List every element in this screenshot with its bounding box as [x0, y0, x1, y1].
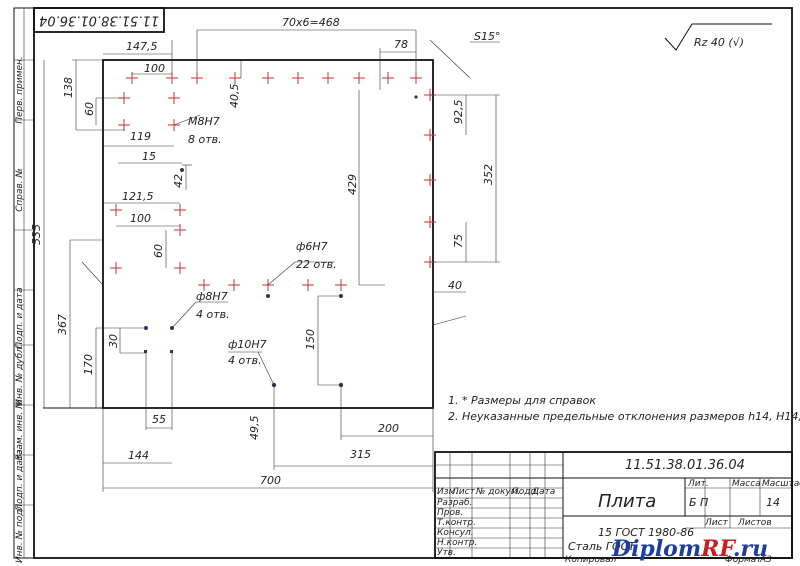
side-label-3: Подп. и дата [15, 287, 25, 348]
watermark-part3: .ru [733, 536, 768, 562]
side-label-5: Взам. инв. № [15, 399, 25, 460]
tb-role-nkontr: Н.контр. [437, 538, 477, 548]
sheet-border [13, 7, 793, 559]
dim-100-top: 100 [144, 62, 165, 75]
callout-m8-count: 8 отв. [188, 133, 222, 146]
leader-lines [81, 39, 500, 386]
callout-m8: М8Н7 [188, 115, 220, 128]
tb-lit-label: Лит. [687, 479, 709, 489]
top-number-rotated: 11.51.38.01.36.04 [39, 13, 159, 28]
dim-147-5: 147,5 [126, 40, 158, 53]
watermark-part1: Diplom [611, 536, 701, 562]
tb-format-value: A3 [759, 555, 772, 565]
title-block-number: 11.51.38.01.36.04 [625, 458, 745, 473]
left-binding-strip [14, 8, 34, 558]
callout-h10: ф10Н7 [228, 338, 267, 351]
plate-outline [102, 59, 434, 409]
tb-role-prov: Пров. [437, 508, 463, 518]
note-1: 1. * Размеры для справок [448, 394, 596, 407]
dim-429: 429 [346, 174, 359, 195]
side-label-6: Подп. и дата [15, 449, 25, 510]
tb-sheets-label: Листов [737, 518, 772, 528]
dim-42: 42 [172, 174, 185, 188]
chamfer-label: S15° [474, 30, 500, 43]
tb-mass-value: 14 [766, 496, 780, 509]
dim-700: 700 [260, 474, 281, 487]
tb-sheet-label: Лист [704, 518, 729, 528]
side-label-1: Перв. примен. [15, 56, 25, 124]
drawing-frame [33, 7, 793, 559]
dim-352: 352 [482, 164, 495, 185]
callout-h10-count: 4 отв. [228, 354, 262, 367]
dim-535: 535 [30, 224, 43, 245]
tb-role-razrab: Разраб. [437, 498, 472, 508]
dim-60-mid: 60 [152, 244, 165, 258]
side-label-2: Справ. № [15, 168, 25, 212]
note-2: 2. Неуказанные предельные отклонения раз… [448, 410, 800, 423]
callout-h6-count: 22 отв. [296, 258, 337, 271]
dim-92-5: 92,5 [452, 100, 465, 125]
dim-55: 55 [152, 413, 166, 426]
tb-mass-label: Масса [732, 479, 761, 489]
tb-material-2: Сталь ГОСТ [568, 540, 636, 553]
tb-scale-label: Масштаб [762, 479, 800, 489]
dim-170: 170 [82, 354, 95, 375]
tb-header-izm: Изм. [437, 487, 458, 497]
dim-367: 367 [56, 314, 69, 335]
tb-role-konsul: Консул. [437, 528, 474, 538]
dim-150: 150 [304, 329, 317, 350]
dim-119: 119 [130, 130, 151, 143]
tb-role-tkontr: Т.контр. [437, 518, 476, 528]
dim-15: 15 [142, 150, 156, 163]
dim-60-top: 60 [83, 102, 96, 116]
roughness-sign [664, 23, 772, 51]
dim-49-5: 49,5 [248, 416, 261, 441]
dim-30: 30 [107, 334, 120, 348]
tb-header-sign: Подп. [512, 487, 539, 497]
tb-role-utv: Утв. [437, 548, 456, 558]
hole-pattern [110, 72, 436, 388]
roughness-label: Rz 40 (√) [694, 36, 744, 49]
dim-70x6: 70x6=468 [282, 16, 340, 29]
side-label-4: Инв. № дубл. [15, 344, 25, 406]
dim-75: 75 [452, 234, 465, 248]
dim-40: 40 [448, 279, 462, 292]
tb-header-list: Лист [451, 487, 476, 497]
dim-40-5: 40,5 [228, 84, 241, 109]
part-title: Плита [598, 491, 656, 512]
tb-format-label: Формат [725, 555, 762, 565]
diplomrf-watermark: DiplomRF.ru [611, 536, 768, 562]
dim-200: 200 [378, 422, 399, 435]
callout-h8: ф8Н7 [196, 290, 228, 303]
tb-lit-value: Б П [689, 496, 708, 509]
tb-copied: Копировал [565, 555, 617, 565]
dim-138: 138 [62, 77, 75, 98]
dimension-lines [43, 29, 500, 492]
dim-100-mid: 100 [130, 212, 151, 225]
tb-header-date: Дата [531, 487, 555, 497]
tb-material: 15 ГОСТ 1980-86 [598, 526, 694, 539]
dim-78: 78 [394, 38, 408, 51]
tb-header-doc: № докум. [475, 487, 520, 497]
svg-text:DiplomRF.ru: DiplomRF.ru [611, 536, 768, 562]
dim-144: 144 [128, 449, 149, 462]
watermark-part2: RF [700, 536, 736, 562]
dim-121-5: 121,5 [122, 190, 154, 203]
callout-h8-count: 4 отв. [196, 308, 230, 321]
title-block [434, 451, 793, 559]
side-label-7: Инв. № подл. [15, 501, 25, 563]
callout-h6: ф6Н7 [296, 240, 328, 253]
dim-315: 315 [350, 448, 371, 461]
top-number-box [33, 7, 165, 33]
